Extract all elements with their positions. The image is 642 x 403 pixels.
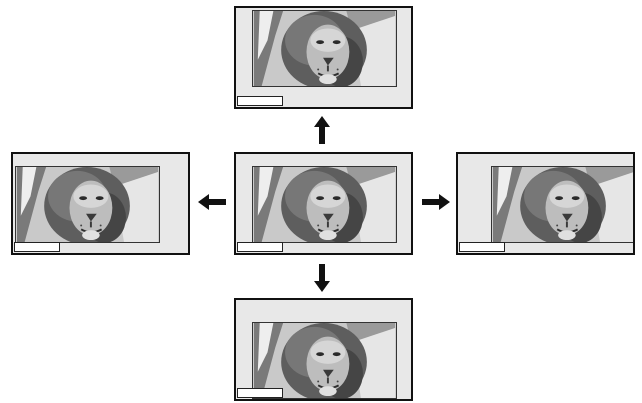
lion-photo-icon bbox=[252, 166, 397, 243]
lion-photo-icon bbox=[15, 166, 160, 243]
screen-center bbox=[234, 152, 413, 255]
screen-shifted-up bbox=[234, 6, 413, 109]
lion-photo-icon bbox=[252, 322, 397, 399]
lion-photo-icon bbox=[491, 166, 633, 243]
arrow-up-icon bbox=[314, 116, 330, 144]
arrow-right-icon bbox=[422, 194, 450, 210]
screen-bar bbox=[237, 388, 283, 398]
screen-bar bbox=[14, 242, 60, 252]
arrow-down-icon bbox=[314, 264, 330, 292]
lion-photo-icon bbox=[252, 10, 397, 87]
screen-bar bbox=[237, 96, 283, 106]
screen-bar bbox=[237, 242, 283, 252]
screen-shifted-down bbox=[234, 298, 413, 401]
screen-shifted-right bbox=[456, 152, 635, 255]
screen-bar bbox=[459, 242, 505, 252]
arrow-left-icon bbox=[198, 194, 226, 210]
screen-shifted-left bbox=[11, 152, 190, 255]
